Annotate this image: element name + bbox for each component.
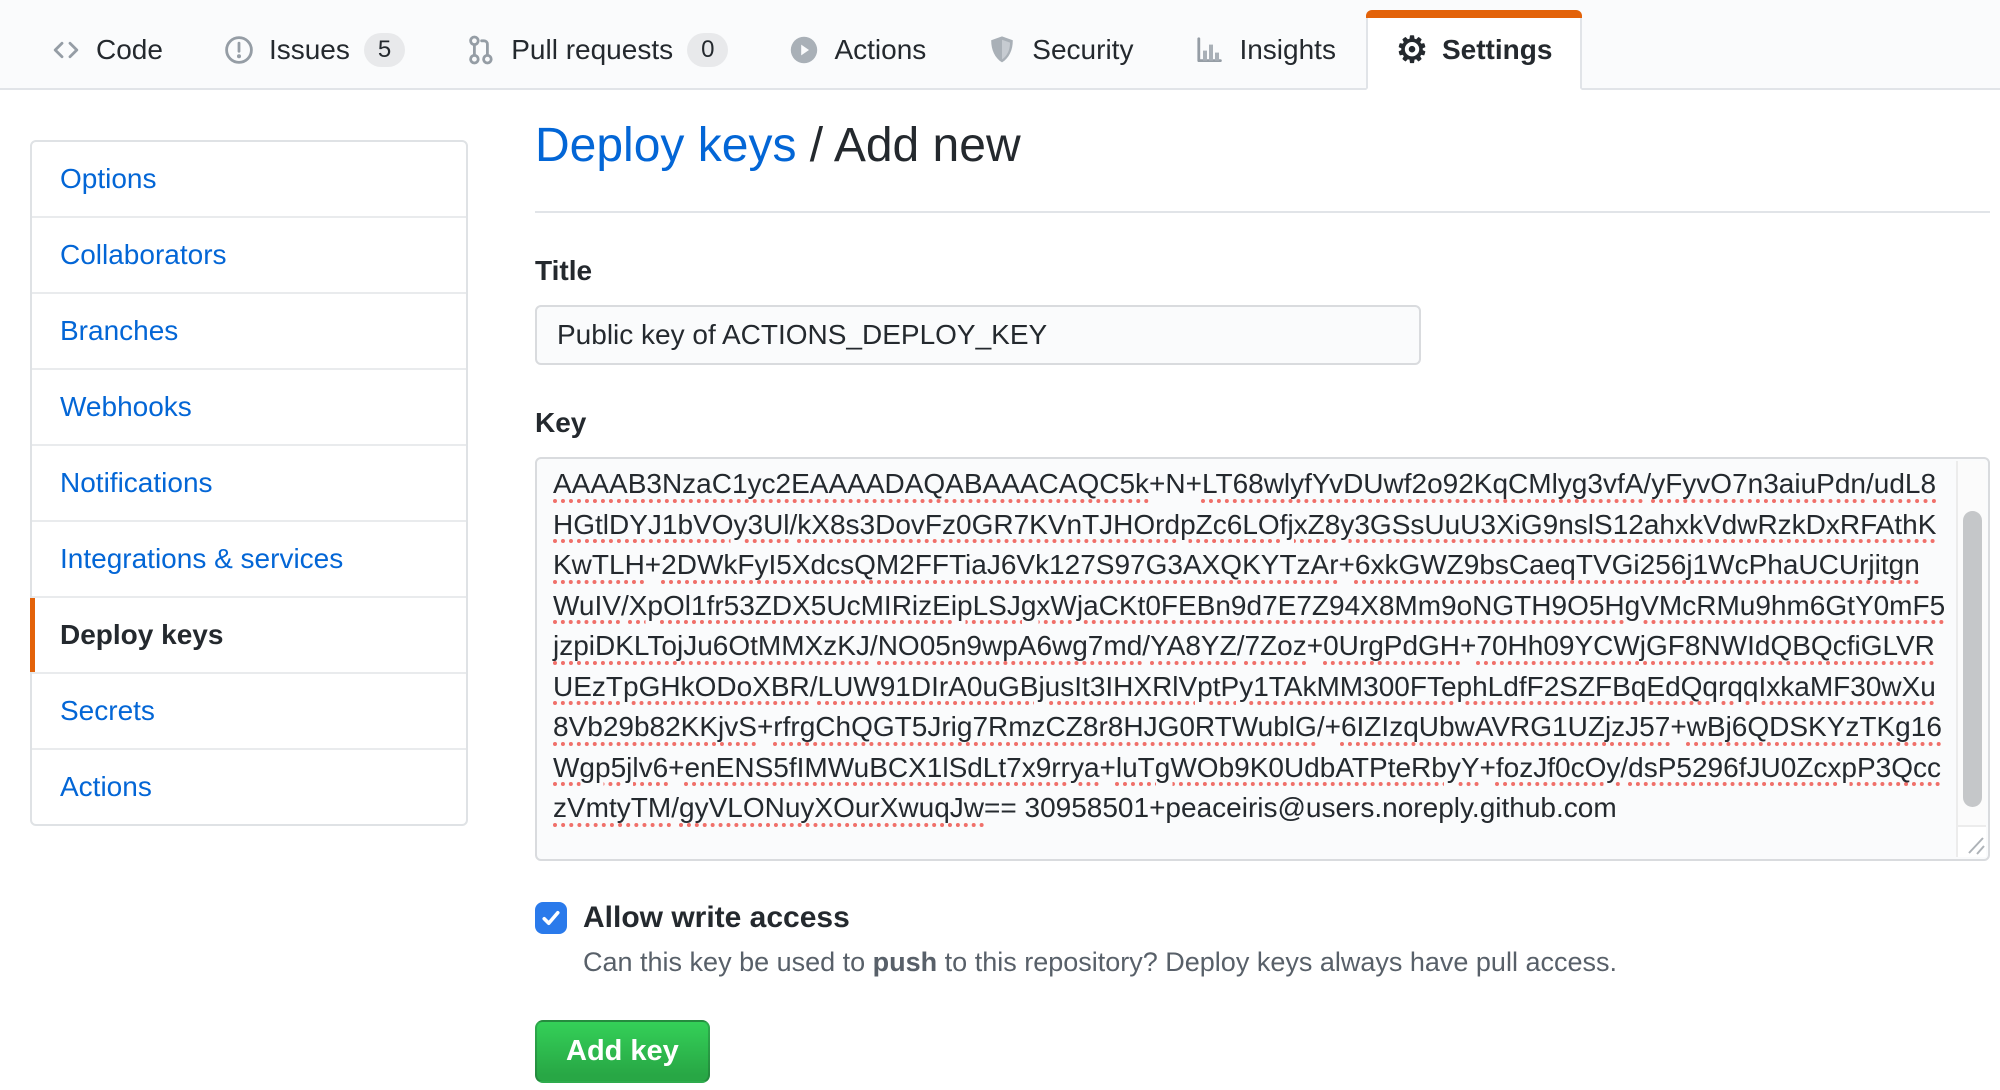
tab-label: Issues (268, 34, 350, 65)
settings-side-menu: Options Collaborators Branches Webhooks … (30, 140, 468, 826)
graph-icon (1193, 34, 1225, 66)
scrollbar-thumb[interactable] (1963, 511, 1982, 807)
tab-actions[interactable]: Actions (758, 10, 956, 90)
sidebar-item-integrations[interactable]: Integrations & services (32, 522, 466, 598)
tab-label: Actions (834, 34, 927, 65)
textarea-scrollbar[interactable] (1956, 461, 1986, 825)
sidebar-item-options[interactable]: Options (32, 142, 466, 218)
settings-page: Options Collaborators Branches Webhooks … (0, 90, 2000, 1083)
breadcrumb-current: Add new (833, 119, 1021, 172)
key-label: Key (535, 407, 587, 438)
issue-opened-icon (223, 34, 255, 66)
sidebar-item-actions[interactable]: Actions (60, 771, 152, 802)
git-pull-request-icon (465, 34, 497, 66)
sidebar-item-secrets[interactable]: Secrets (32, 674, 466, 750)
add-key-button[interactable]: Add key (535, 1020, 710, 1083)
play-icon (788, 34, 820, 66)
title-label: Title (535, 255, 593, 286)
textarea-resize-handle[interactable] (1956, 825, 1986, 857)
tab-settings[interactable]: ⚙ Settings (1365, 10, 1583, 90)
tab-issues[interactable]: Issues 5 (193, 10, 435, 90)
deploy-key-form: Deploy keys / Add new Title Key AAAAB3Nz… (535, 119, 1990, 1083)
sidebar-item-branches[interactable]: Branches (32, 294, 466, 370)
tab-security[interactable]: Security (956, 10, 1163, 90)
tab-label: Pull requests (511, 34, 674, 65)
sidebar-item-notifications[interactable]: Notifications (32, 446, 466, 522)
allow-write-access-checkbox[interactable] (535, 902, 567, 934)
code-icon (50, 34, 82, 66)
page-title: Deploy keys / Add new (535, 118, 1990, 213)
tab-label: Settings (1441, 34, 1553, 65)
sidebar-item-deploy-keys[interactable]: Deploy keys (30, 598, 466, 674)
allow-write-access-label[interactable]: Allow write access (583, 901, 850, 934)
key-textarea[interactable]: AAAAB3NzaC1yc2EAAAADAQABAAACAQC5k+N+LT68… (535, 457, 1990, 861)
issues-count-badge: 5 (363, 33, 406, 67)
sidebar-item-collaborators[interactable]: Collaborators (32, 218, 466, 294)
repo-nav: Code Issues 5 Pull requests 0 Actions Se… (0, 0, 2000, 90)
pull-requests-count-badge: 0 (687, 33, 729, 67)
tab-insights[interactable]: Insights (1163, 10, 1366, 90)
title-input[interactable] (535, 305, 1421, 365)
tab-label: Insights (1239, 34, 1336, 65)
key-textarea-content: AAAAB3NzaC1yc2EAAAADAQABAAACAQC5k+N+LT68… (553, 468, 1946, 823)
write-access-note: Can this key be used to push to this rep… (583, 947, 1617, 977)
sidebar-item-webhooks[interactable]: Webhooks (32, 370, 466, 446)
shield-icon (986, 34, 1018, 66)
breadcrumb-deploy-keys-link[interactable]: Deploy keys (535, 119, 797, 172)
breadcrumb-separator: / (796, 119, 834, 172)
tab-label: Security (1032, 34, 1134, 65)
tab-label: Code (96, 34, 163, 65)
gear-icon: ⚙ (1395, 29, 1429, 70)
tab-pull-requests[interactable]: Pull requests 0 (435, 10, 758, 90)
tab-code[interactable]: Code (20, 10, 193, 90)
